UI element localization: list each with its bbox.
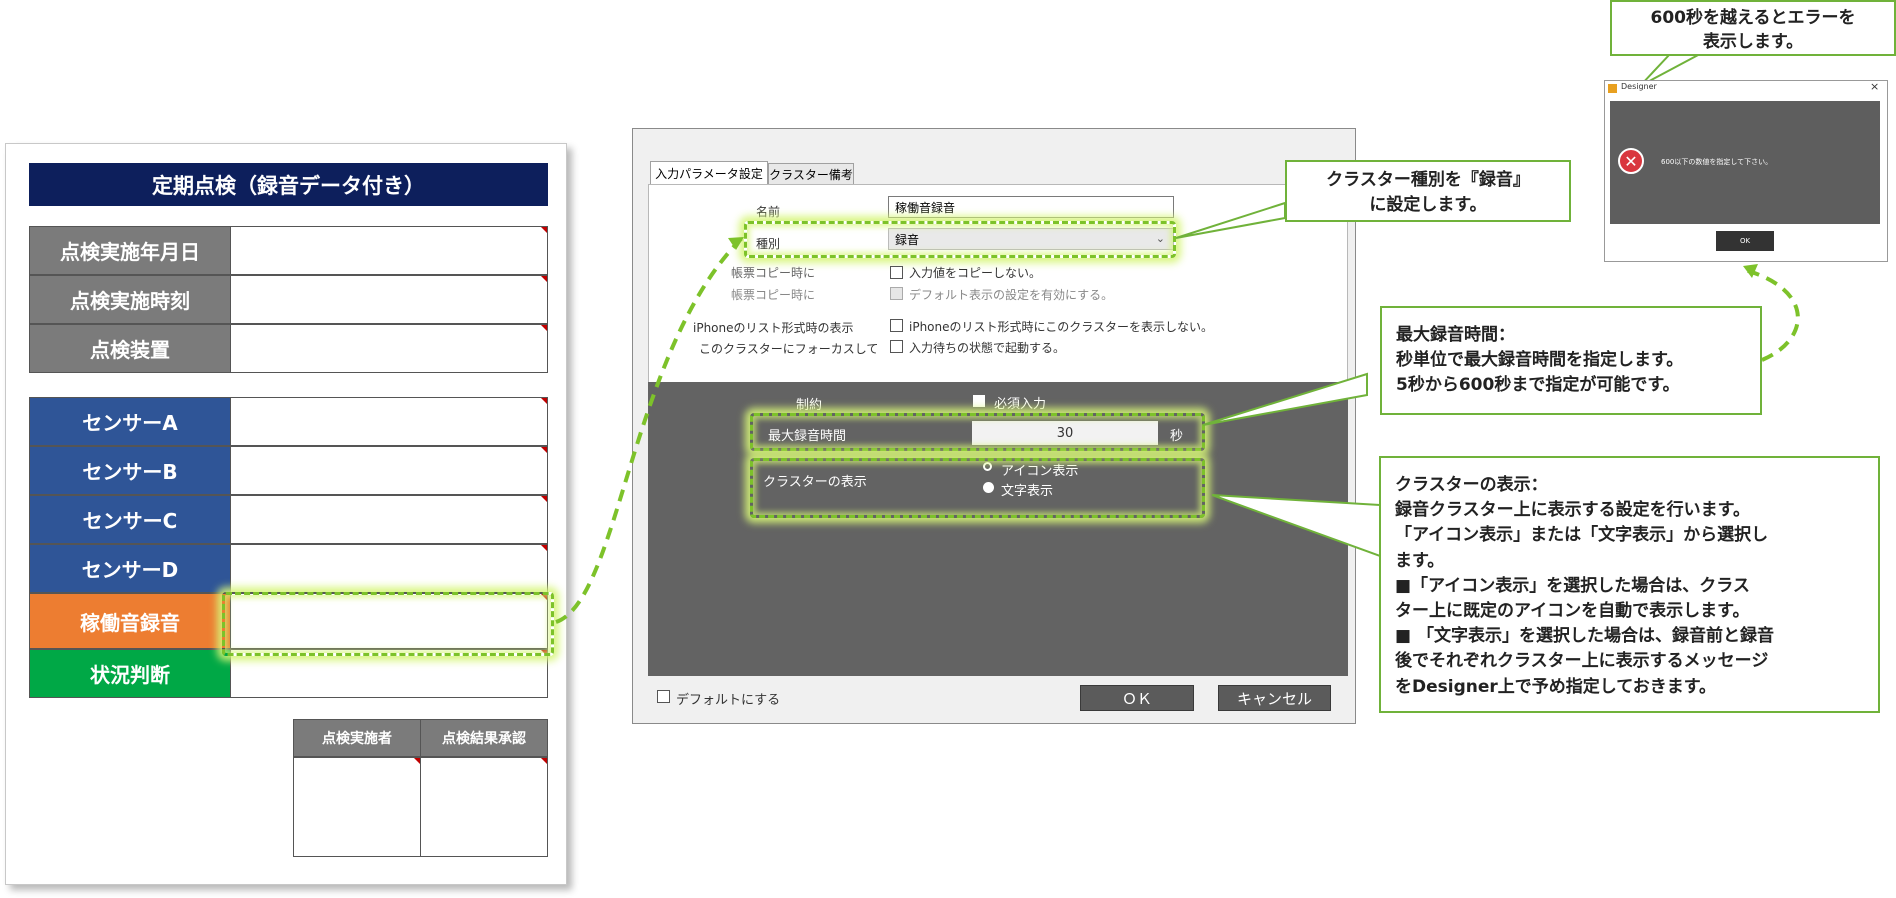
copy-option-label: 入力値をコピーしない。 (909, 266, 1042, 280)
callout-pointers (1175, 53, 1701, 558)
required-checkbox[interactable] (973, 395, 985, 407)
row-label-recording: 稼働音録音 (29, 593, 231, 649)
tab-cluster-notes[interactable]: クラスター備考 (768, 163, 854, 185)
focus-label: このクラスターにフォーカスして (699, 342, 879, 356)
row-label-judgement: 状況判断 (29, 649, 231, 698)
display-callout: クラスターの表示： 録音クラスター上に表示する設定を行います。 「アイコン表示」… (1379, 456, 1880, 713)
focus-checkbox[interactable] (890, 340, 903, 353)
display-label: クラスターの表示 (763, 475, 867, 490)
row-label-sensor-d: センサーD (29, 544, 231, 593)
row-label-time: 点検実施時刻 (29, 275, 231, 324)
row-label-sensor-c: センサーC (29, 495, 231, 544)
focus-option-label: 入力待ちの状態で起動する。 (909, 341, 1066, 355)
default-label: デフォルトにする (676, 693, 781, 708)
iphone-option-label: iPhoneのリスト形式時にこのクラスターを表示しない。 (909, 320, 1214, 334)
type-select[interactable]: 録音 ⌄ (888, 228, 1174, 250)
close-icon[interactable]: × (1870, 80, 1880, 93)
row-value-device[interactable] (230, 324, 548, 373)
max-time-highlight (750, 413, 1205, 451)
row-value-time[interactable] (230, 275, 548, 324)
form-title: 定期点検（録音データ付き） (29, 163, 548, 206)
radio-label-text-display: 文字表示 (1001, 484, 1054, 499)
error-callout: 600秒を越えるとエラーを 表示します。 (1610, 0, 1896, 56)
default-checkbox[interactable] (657, 690, 670, 703)
form-to-type-arrow (555, 236, 744, 624)
copy-label: 帳票コピー時に (731, 266, 816, 280)
name-label: 名前 (756, 205, 781, 219)
type-callout-pointer (1175, 201, 1286, 239)
type-row-highlight (744, 221, 1176, 258)
max-time-callout: 最大録音時間： 秒単位で最大録音時間を指定します。 5秒から600秒まで指定が可… (1380, 306, 1762, 415)
default-display-option-label: デフォルト表示の設定を有効にする。 (909, 288, 1114, 302)
error-message: 600以下の数値を指定して下さい。 (1661, 158, 1773, 166)
error-icon: ✕ (1618, 148, 1644, 174)
required-label: 必須入力 (994, 397, 1047, 412)
row-value-judgement[interactable] (230, 649, 548, 698)
error-dialog-title: Designer (1621, 82, 1657, 91)
max-time-to-error-arrow (1744, 268, 1800, 362)
error-ok-button[interactable]: OK (1716, 231, 1774, 251)
row-label-sensor-b: センサーB (29, 446, 231, 495)
display-callout-pointer (1211, 494, 1381, 558)
max-time-label: 最大録音時間 (768, 429, 847, 444)
approval-header-inspector: 点検実施者 (293, 719, 421, 757)
type-callout: クラスター種別を『録音』 に設定します。 (1285, 160, 1571, 222)
ok-button[interactable]: ＯＫ (1080, 685, 1194, 711)
copy-checkbox[interactable] (890, 266, 903, 279)
row-value-sensor-a[interactable] (230, 397, 548, 446)
row-label-sensor-a: センサーA (29, 397, 231, 446)
max-time-callout-pointer (1202, 372, 1368, 426)
type-label: 種別 (756, 237, 781, 251)
max-time-unit: 秒 (1170, 429, 1184, 444)
row-value-recording[interactable] (230, 593, 548, 649)
radio-text-display[interactable] (983, 482, 994, 493)
iphone-checkbox[interactable] (890, 319, 903, 332)
iphone-label: iPhoneのリスト形式時の表示 (693, 321, 854, 335)
recording-row-highlight (222, 592, 554, 656)
default-display-checkbox[interactable] (890, 287, 903, 300)
approval-header-approver: 点検結果承認 (420, 719, 548, 757)
chevron-down-icon: ⌄ (1155, 232, 1165, 245)
radio-icon-display[interactable] (983, 462, 992, 471)
arrow-head-icon (728, 237, 744, 250)
radio-label-icon-display: アイコン表示 (1001, 464, 1079, 479)
max-time-input[interactable]: 30 (972, 421, 1158, 445)
constraint-label: 制約 (796, 398, 823, 413)
error-dialog-body (1610, 101, 1880, 224)
row-value-sensor-c[interactable] (230, 495, 548, 544)
copy-label-2: 帳票コピー時に (731, 288, 816, 302)
display-highlight (750, 458, 1205, 518)
type-select-value: 録音 (895, 232, 920, 247)
cancel-button[interactable]: キャンセル (1218, 685, 1331, 711)
approval-cell-approver[interactable] (420, 757, 548, 857)
name-input[interactable]: 稼働音録音 (888, 196, 1174, 218)
tab-input-parameters[interactable]: 入力パラメータ設定 (650, 161, 768, 185)
row-value-date[interactable] (230, 226, 548, 275)
row-value-sensor-b[interactable] (230, 446, 548, 495)
arrow-head-icon-2 (1743, 264, 1758, 278)
app-icon (1608, 84, 1617, 93)
